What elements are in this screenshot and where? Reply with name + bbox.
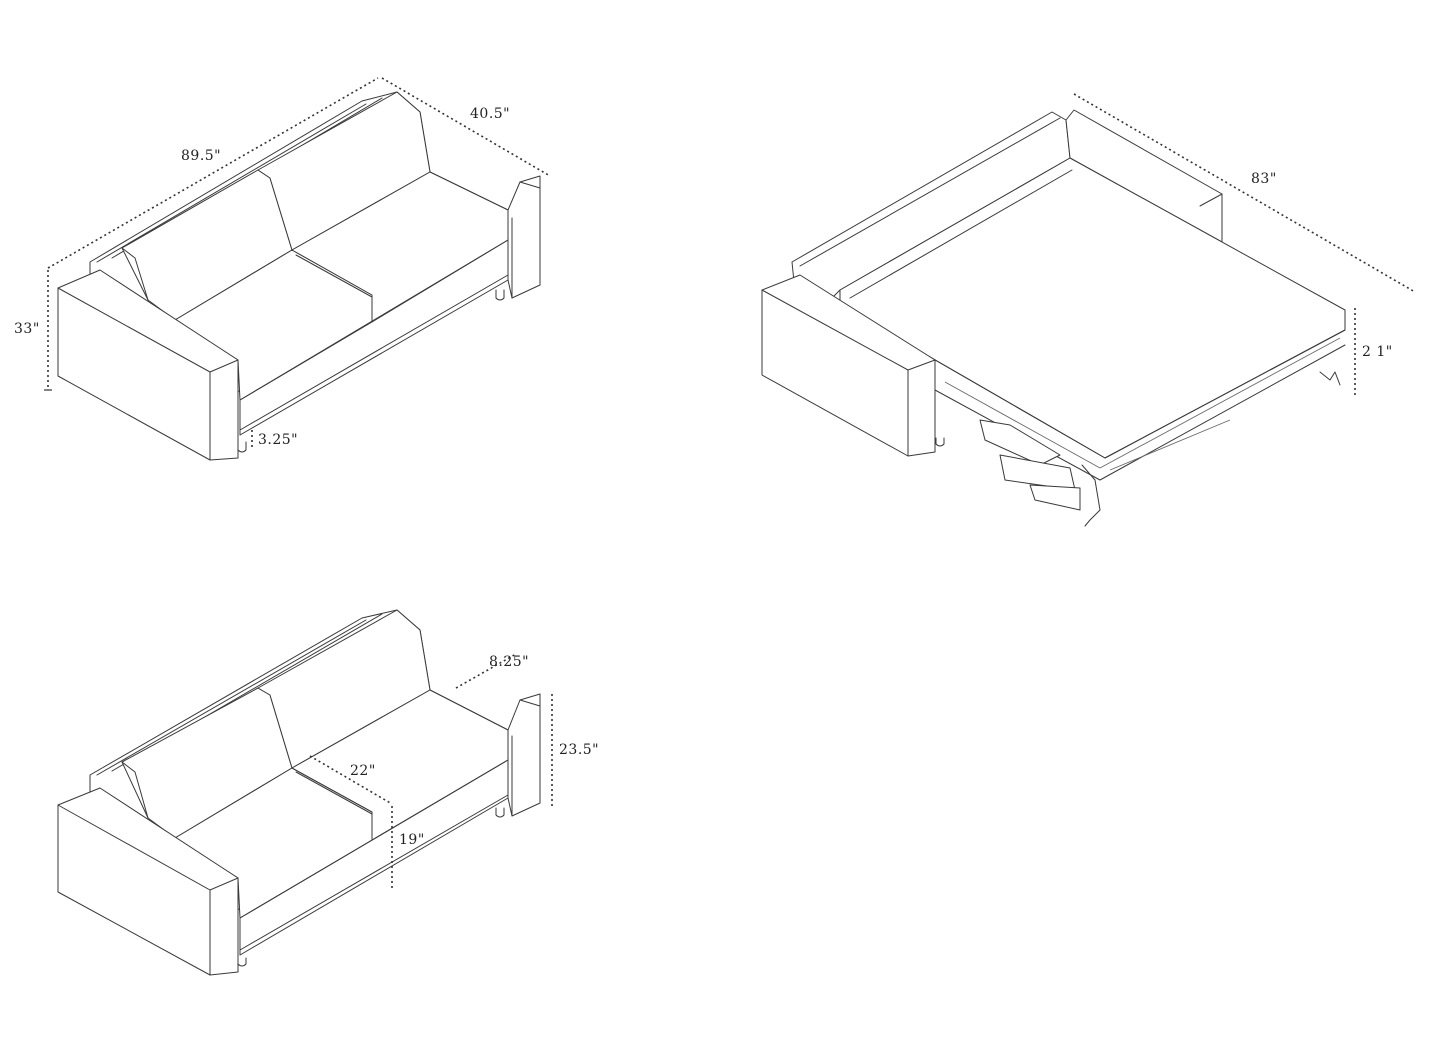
bed-dimension-lines: [1073, 93, 1416, 395]
width-label: 89.5": [181, 148, 221, 164]
seat-depth-dimension-line: [309, 755, 393, 805]
bed-length-label: 83": [1251, 171, 1277, 187]
back-height-label: 23.5": [559, 742, 599, 758]
width-dimension-line: [47, 77, 379, 269]
sofa-seat-view: [57, 609, 541, 976]
bed-length-dimension-line: [1073, 93, 1416, 293]
seat-depth-label: 22": [350, 763, 376, 779]
overall-dimension-lines: [44, 77, 551, 448]
leg-height-label: 3.25": [258, 432, 298, 448]
seat-height-label: 19": [399, 832, 425, 848]
height-label: 33": [14, 321, 40, 337]
depth-label: 40.5": [470, 106, 510, 122]
sofa-bed-view: [761, 109, 1346, 527]
seat-dimension-lines: [309, 653, 553, 888]
arm-width-label: 8.25": [489, 654, 529, 670]
arm-width-dimension-line: [455, 653, 517, 689]
bed-height-label: 2 1": [1362, 344, 1393, 360]
sofa-overall-view: [57, 91, 541, 461]
